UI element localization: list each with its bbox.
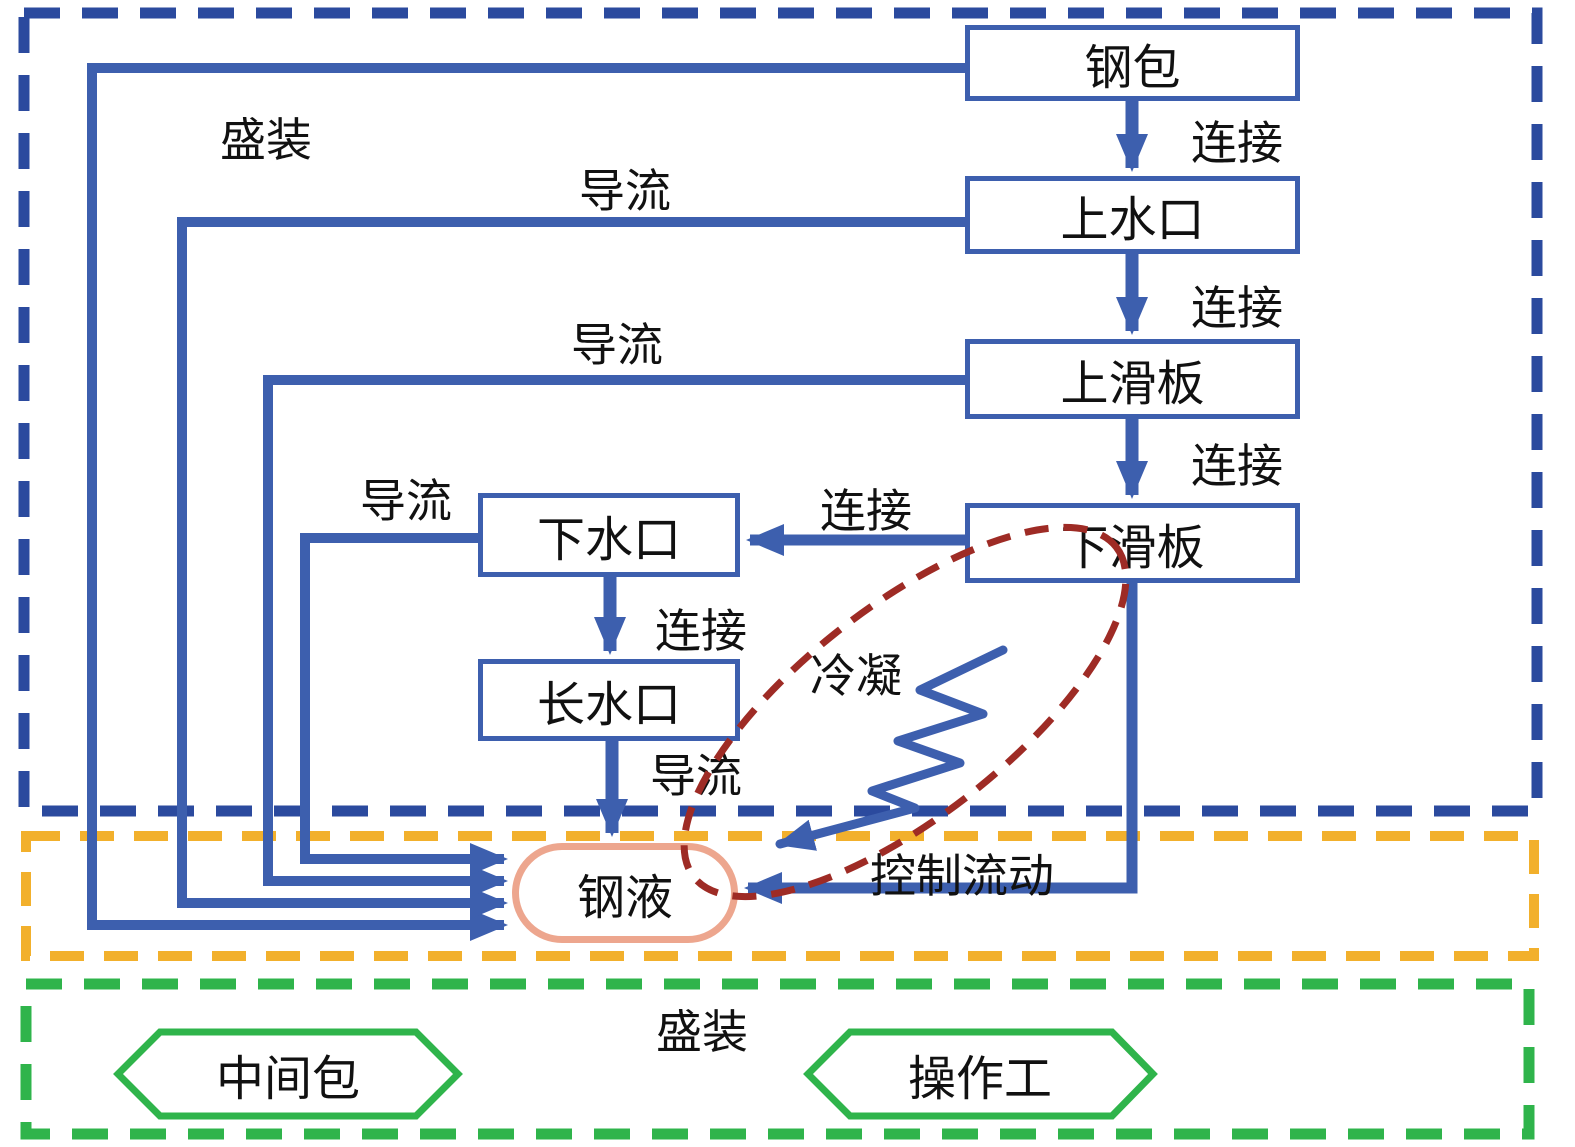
node-ladle: 钢包 bbox=[965, 25, 1300, 101]
label-divert-mid: 导流 bbox=[571, 320, 663, 371]
region-orange-frame bbox=[21, 831, 1539, 961]
label-connect-4: 连接 bbox=[820, 486, 912, 537]
label-contain-bottom: 盛装 bbox=[656, 1007, 748, 1058]
label-divert-long-nozzle: 导流 bbox=[650, 751, 742, 802]
node-lower-slide: 下滑板 bbox=[965, 503, 1300, 583]
label-divert-top: 导流 bbox=[579, 166, 671, 217]
node-upper-slide: 上滑板 bbox=[965, 339, 1300, 419]
label-connect-5: 连接 bbox=[655, 606, 747, 657]
label-contain-top: 盛装 bbox=[220, 115, 312, 166]
label-connect-2: 连接 bbox=[1191, 283, 1283, 334]
node-tundish-label: 中间包 bbox=[215, 1053, 361, 1106]
region-blue-frame bbox=[18, 7, 1543, 817]
label-control-flow: 控制流动 bbox=[870, 851, 1054, 902]
label-connect-1: 连接 bbox=[1191, 118, 1283, 169]
label-divert-lower: 导流 bbox=[360, 476, 452, 527]
edge-ladle-to-steel bbox=[87, 63, 965, 941]
node-molten-steel: 钢液 bbox=[512, 843, 738, 943]
edge-upper-nozzle-to-steel bbox=[177, 217, 965, 919]
node-operator-label: 操作工 bbox=[907, 1053, 1053, 1106]
edge-upper-slide-to-steel bbox=[263, 375, 965, 897]
node-lower-nozzle: 下水口 bbox=[478, 493, 740, 577]
label-condense: 冷凝 bbox=[810, 651, 902, 702]
node-upper-nozzle: 上水口 bbox=[965, 176, 1300, 254]
region-green-frame bbox=[20, 978, 1535, 1140]
edge-lower-nozzle-to-steel bbox=[300, 533, 508, 875]
node-tundish-hexagon bbox=[113, 1028, 463, 1120]
node-operator-hexagon bbox=[803, 1028, 1158, 1120]
label-connect-3: 连接 bbox=[1191, 441, 1283, 492]
node-long-nozzle: 长水口 bbox=[478, 659, 740, 741]
